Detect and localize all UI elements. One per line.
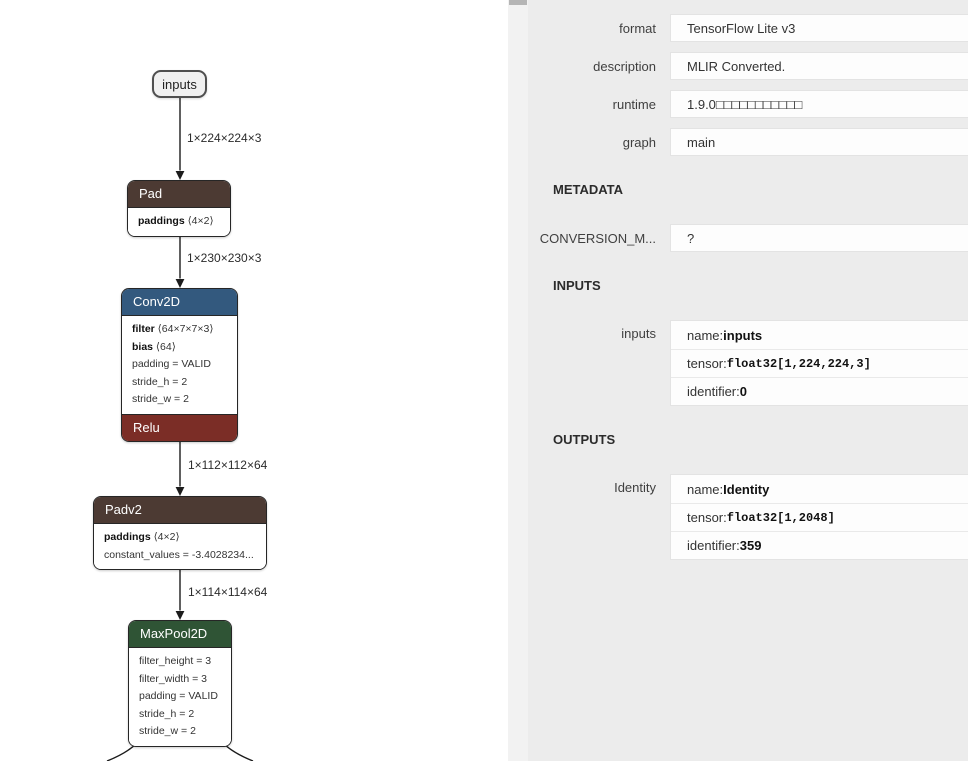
property-label: runtime bbox=[612, 96, 656, 112]
node-inputs-label: inputs bbox=[162, 76, 197, 92]
property-value: ? bbox=[670, 224, 968, 252]
node-conv2d[interactable]: Conv2D filter ⟨64×7×7×3⟩ bias ⟨64⟩ paddi… bbox=[121, 288, 238, 442]
argument-tensor-row[interactable]: tensor: float32[1,224,224,3] bbox=[671, 349, 968, 377]
graph-edges bbox=[106, 98, 254, 761]
property-label: format bbox=[619, 20, 656, 36]
node-attribute: padding = VALID bbox=[132, 358, 211, 370]
argument-fields: name: Identity tensor: float32[1,2048] i… bbox=[670, 474, 968, 560]
graph-canvas: 1×224×224×3 1×230×230×3 1×112×112×64 1×1… bbox=[93, 70, 268, 761]
node-maxpool2d-attributes: filter_height = 3 filter_width = 3 paddi… bbox=[129, 647, 231, 746]
argument-tensor-row[interactable]: tensor: float32[1,2048] bbox=[671, 503, 968, 531]
property-value: TensorFlow Lite v3 bbox=[670, 14, 968, 42]
node-maxpool2d[interactable]: MaxPool2D filter_height = 3 filter_width… bbox=[128, 620, 232, 747]
node-attribute: constant_values = -3.4028234... bbox=[104, 548, 254, 561]
argument-name-row[interactable]: name: inputs bbox=[687, 327, 763, 343]
arrowhead-icon bbox=[175, 279, 185, 288]
edge-shape-label[interactable]: 1×114×114×64 bbox=[188, 585, 268, 599]
node-attribute: stride_w = 2 bbox=[132, 393, 189, 405]
node-attribute: filter ⟨64×7×7×3⟩ bbox=[132, 323, 214, 335]
node-attribute: bias ⟨64⟩ bbox=[132, 340, 176, 353]
node-padv2-title: Padv2 bbox=[94, 497, 266, 523]
property-value: main bbox=[670, 128, 968, 156]
property-label: description bbox=[593, 58, 656, 74]
input-argument-group: inputs name: inputs tensor: float32[1,22… bbox=[528, 320, 968, 406]
property-row-runtime: runtime 1.9.0□□□□□□□□□□□ bbox=[528, 90, 968, 118]
node-conv2d-relu-footer: Relu bbox=[122, 413, 237, 441]
output-argument-group: Identity name: Identity tensor: float32[… bbox=[528, 474, 968, 560]
node-attribute: padding = VALID bbox=[139, 690, 218, 702]
node-pad-title: Pad bbox=[128, 181, 230, 207]
property-row-graph: graph main bbox=[528, 128, 968, 156]
argument-fields: name: inputs tensor: float32[1,224,224,3… bbox=[670, 320, 968, 406]
node-attribute: stride_h = 2 bbox=[132, 375, 188, 388]
property-label: graph bbox=[622, 134, 656, 150]
arrowhead-icon bbox=[175, 171, 185, 180]
edge-shape-label[interactable]: 1×112×112×64 bbox=[188, 458, 268, 472]
edge-shape-label[interactable]: 1×230×230×3 bbox=[187, 251, 262, 265]
property-row-conversion-metadata: CONVERSION_M... ? bbox=[528, 224, 968, 252]
argument-label: Identity bbox=[614, 480, 656, 495]
model-properties-panel: format TensorFlow Lite v3 description ML… bbox=[528, 0, 968, 761]
node-conv2d-attributes: filter ⟨64×7×7×3⟩ bias ⟨64⟩ padding = VA… bbox=[122, 315, 237, 414]
arrowhead-icon bbox=[175, 611, 185, 620]
argument-identifier-row[interactable]: identifier: 0 bbox=[671, 377, 968, 405]
metadata-section-heading: METADATA bbox=[553, 182, 624, 197]
argument-identifier-row[interactable]: identifier: 359 bbox=[671, 531, 968, 559]
node-attribute: paddings ⟨4×2⟩ bbox=[138, 215, 214, 227]
scrollbar-thumb[interactable] bbox=[509, 0, 527, 5]
arrowhead-icon bbox=[175, 487, 185, 496]
inputs-section-heading: INPUTS bbox=[553, 278, 601, 293]
node-padv2-attributes: paddings ⟨4×2⟩ constant_values = -3.4028… bbox=[94, 523, 266, 569]
property-row-format: format TensorFlow Lite v3 bbox=[528, 14, 968, 42]
node-attribute: stride_h = 2 bbox=[139, 707, 195, 720]
node-conv2d-title: Conv2D bbox=[122, 289, 237, 315]
node-inputs[interactable]: inputs bbox=[152, 70, 207, 98]
property-value: MLIR Converted. bbox=[670, 52, 968, 80]
node-maxpool2d-title: MaxPool2D bbox=[129, 621, 231, 647]
scrollbar-track[interactable] bbox=[508, 0, 528, 761]
edge-shape-label[interactable]: 1×224×224×3 bbox=[187, 131, 262, 145]
node-attribute: filter_width = 3 bbox=[139, 672, 207, 685]
node-attribute: paddings ⟨4×2⟩ bbox=[104, 531, 180, 543]
argument-name-row[interactable]: name: Identity bbox=[687, 481, 770, 497]
node-pad[interactable]: Pad paddings ⟨4×2⟩ bbox=[127, 180, 231, 237]
argument-label: inputs bbox=[621, 326, 656, 341]
property-label: CONVERSION_M... bbox=[539, 230, 656, 246]
node-attribute: filter_height = 3 bbox=[139, 655, 212, 667]
property-row-description: description MLIR Converted. bbox=[528, 52, 968, 80]
node-attribute: stride_w = 2 bbox=[139, 725, 196, 737]
property-value: 1.9.0□□□□□□□□□□□ bbox=[670, 90, 968, 118]
node-pad-attributes: paddings ⟨4×2⟩ bbox=[128, 207, 230, 236]
node-padv2[interactable]: Padv2 paddings ⟨4×2⟩ constant_values = -… bbox=[93, 496, 267, 570]
outputs-section-heading: OUTPUTS bbox=[553, 432, 616, 447]
